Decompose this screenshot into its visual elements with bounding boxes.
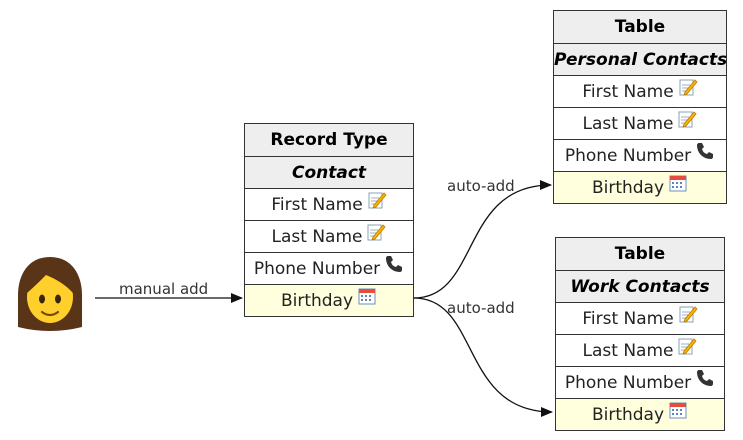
field-row: Phone Number xyxy=(245,252,413,284)
table-title: Table xyxy=(556,238,724,270)
field-row: Last Name xyxy=(556,334,724,366)
field-label: Last Name xyxy=(271,227,363,247)
field-label: Last Name xyxy=(582,341,674,361)
manual-add-label: manual add xyxy=(119,280,209,298)
auto-add-arrow-top xyxy=(413,180,552,299)
field-label: Last Name xyxy=(582,114,674,134)
field-label: Birthday xyxy=(591,405,665,425)
personal-contacts-table: Table Personal Contacts First Name Last … xyxy=(553,10,727,204)
field-row: First Name xyxy=(245,188,413,220)
memo-icon xyxy=(367,189,387,220)
field-row-highlighted: Birthday xyxy=(245,284,413,316)
auto-add-label-bottom: auto-add xyxy=(447,299,515,317)
field-row: Last Name xyxy=(554,107,726,139)
field-row: First Name xyxy=(554,75,726,107)
field-label: First Name xyxy=(271,195,363,215)
memo-icon xyxy=(678,303,698,334)
field-row-highlighted: Birthday xyxy=(556,398,724,430)
auto-add-arrow-bottom xyxy=(413,297,553,417)
calendar-icon xyxy=(357,285,377,316)
woman-emoji-icon xyxy=(18,257,82,331)
table-title: Table xyxy=(554,11,726,43)
calendar-icon xyxy=(668,172,688,203)
calendar-icon xyxy=(668,399,688,430)
field-row: First Name xyxy=(556,302,724,334)
memo-icon xyxy=(677,335,698,366)
table-name: Personal Contacts xyxy=(554,43,726,75)
auto-add-label-top: auto-add xyxy=(447,177,515,195)
field-label: Phone Number xyxy=(564,146,692,166)
table-name: Work Contacts xyxy=(556,270,724,302)
field-label: Birthday xyxy=(280,291,354,311)
field-row: Phone Number xyxy=(554,139,726,171)
work-contacts-table: Table Work Contacts First Name Last Name… xyxy=(555,237,725,431)
field-label: Phone Number xyxy=(253,259,381,279)
telephone-icon xyxy=(695,140,715,171)
memo-icon xyxy=(677,108,698,139)
memo-icon xyxy=(678,76,698,107)
telephone-icon xyxy=(384,253,404,284)
telephone-icon xyxy=(695,367,715,398)
field-row: Phone Number xyxy=(556,366,724,398)
field-label: Birthday xyxy=(591,178,665,198)
record-type-box: Record Type Contact First Name Last Name… xyxy=(244,123,414,317)
field-label: First Name xyxy=(582,82,674,102)
field-row-highlighted: Birthday xyxy=(554,171,726,203)
field-label: First Name xyxy=(582,309,674,329)
field-label: Phone Number xyxy=(564,373,692,393)
memo-icon xyxy=(366,221,387,252)
record-type-title: Record Type xyxy=(245,124,413,156)
field-row: Last Name xyxy=(245,220,413,252)
record-type-name: Contact xyxy=(245,156,413,188)
